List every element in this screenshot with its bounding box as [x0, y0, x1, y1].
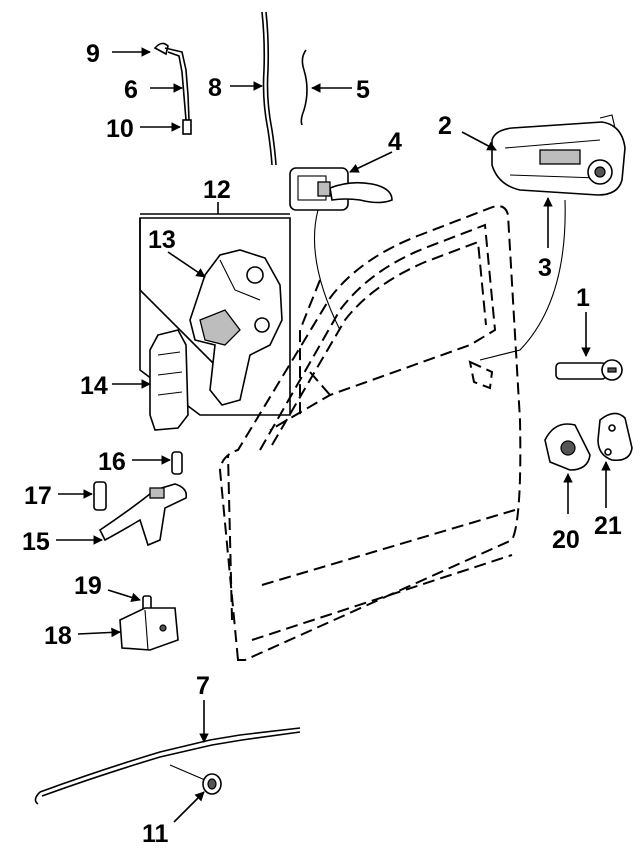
- callout-7: 7: [196, 672, 210, 700]
- callout-9: 9: [86, 40, 100, 68]
- thin-rod: [300, 49, 308, 126]
- callout-13: 13: [148, 226, 176, 254]
- leader-bezel-to-door: [313, 209, 341, 331]
- callout-20: 20: [552, 526, 580, 554]
- callout-1: 1: [576, 284, 590, 312]
- callout-14: 14: [80, 372, 108, 400]
- callout-8: 8: [208, 74, 222, 102]
- cable-grommet: [202, 773, 222, 795]
- latch-group-box: [139, 217, 291, 416]
- lock-gasket: [597, 412, 633, 462]
- callout-10: 10: [106, 115, 134, 143]
- callout-3: 3: [538, 254, 552, 282]
- outside-handle: [491, 114, 626, 196]
- callout-5: 5: [356, 76, 370, 104]
- door-cable: [34, 727, 301, 805]
- long-rod: [261, 11, 277, 166]
- callout-19: 19: [74, 572, 102, 600]
- linkage-rod-assembly: [153, 42, 192, 135]
- callout-2: 2: [438, 112, 452, 140]
- latch-cover: [149, 329, 189, 431]
- leader-handle-to-door: [479, 199, 566, 361]
- callout-15: 15: [22, 528, 50, 556]
- leader-arrows: [56, 47, 611, 823]
- callout-21: 21: [594, 512, 622, 540]
- callout-18: 18: [44, 622, 72, 650]
- callout-16: 16: [98, 448, 126, 476]
- lock-retainer: [544, 423, 591, 471]
- callout-11: 11: [142, 820, 169, 848]
- callout-12: 12: [203, 176, 231, 204]
- callout-17: 17: [24, 482, 52, 510]
- inside-handle: [289, 167, 393, 211]
- door-latch: [189, 249, 283, 406]
- callout-4: 4: [388, 128, 402, 156]
- door-outline: [218, 205, 522, 661]
- callout-6: 6: [124, 76, 138, 104]
- lock-cylinder: [555, 359, 623, 381]
- hinge-assembly: [119, 595, 179, 651]
- check-arm-assembly: [93, 451, 188, 547]
